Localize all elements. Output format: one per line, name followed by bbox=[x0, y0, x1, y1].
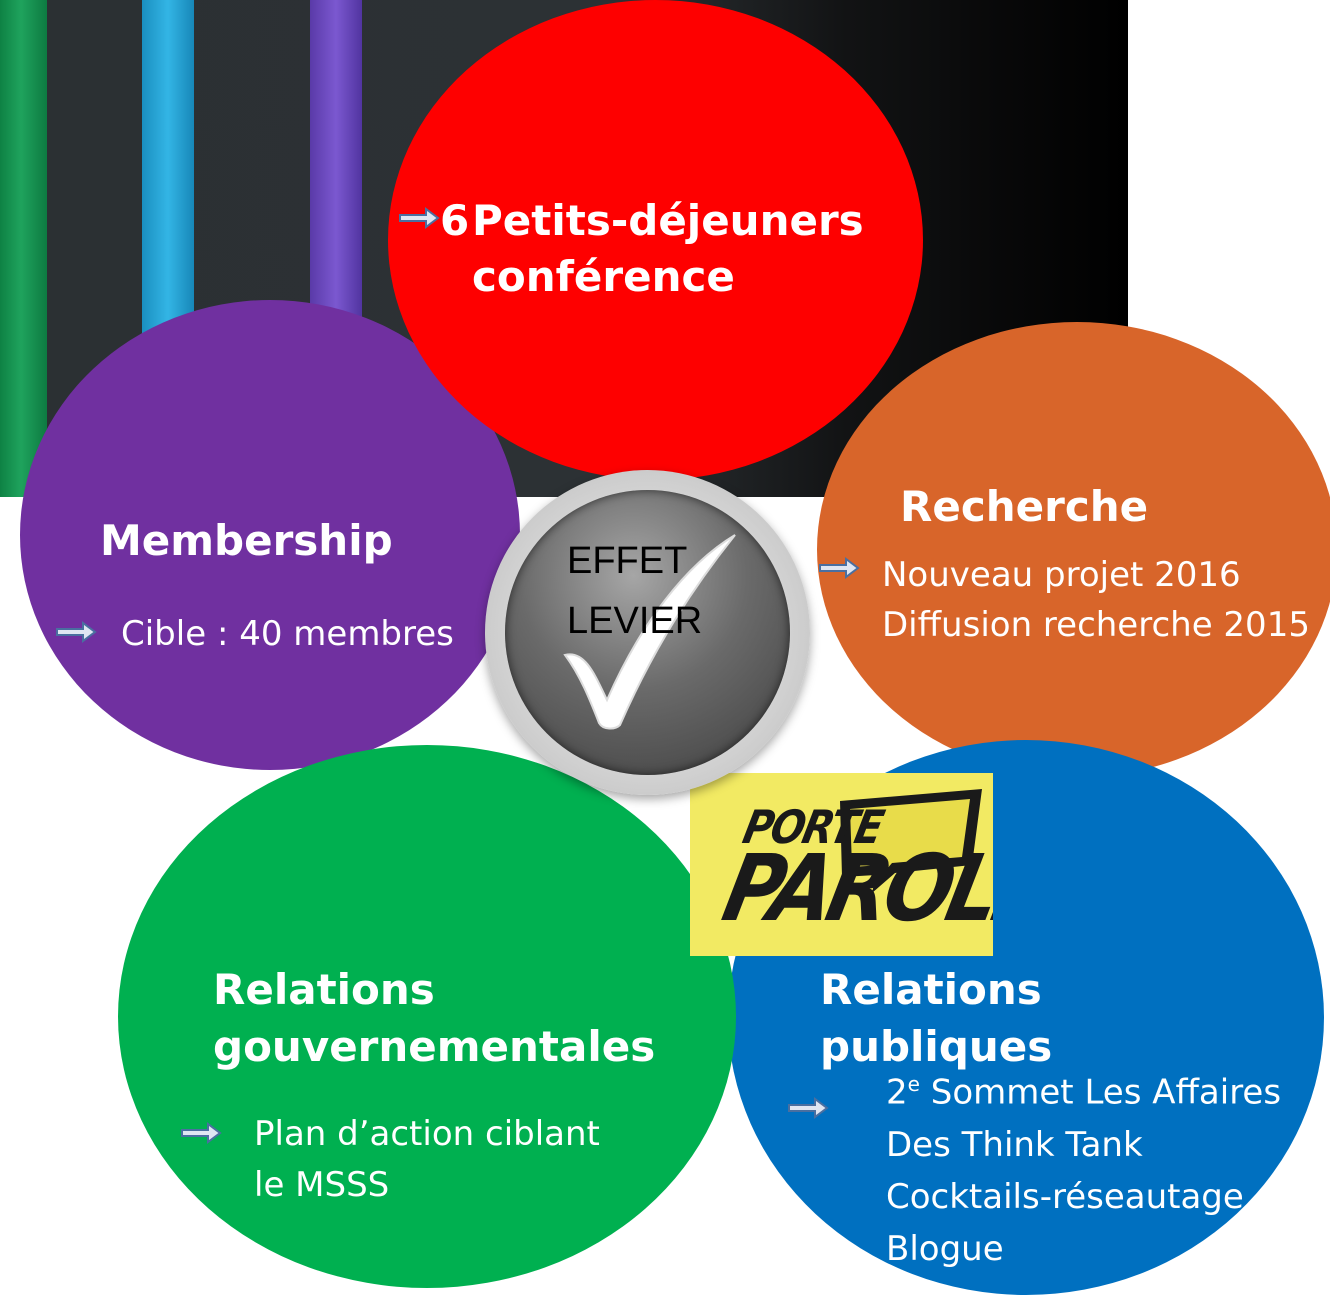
breakfast-count: 6 bbox=[440, 196, 470, 245]
membership-item: Cible : 40 membres bbox=[121, 614, 454, 654]
gov-item-line2: le MSSS bbox=[254, 1165, 390, 1205]
breakfast-circle bbox=[388, 0, 923, 480]
pr-title-line2: publiques bbox=[820, 1022, 1053, 1071]
research-item-1: Nouveau projet 2016 bbox=[882, 555, 1241, 595]
center-line2: LEVIER bbox=[567, 600, 703, 642]
pr-item-1: 2e Sommet Les Affaires bbox=[886, 1072, 1282, 1113]
gov-item-line1: Plan d’action ciblant bbox=[254, 1114, 600, 1154]
speech-bubble-icon bbox=[840, 789, 982, 893]
breakfast-title-line2: conférence bbox=[472, 252, 735, 301]
center-badge: EFFET LEVIER bbox=[485, 470, 810, 795]
gov-circle bbox=[118, 745, 736, 1288]
research-item-2: Diffusion recherche 2015 bbox=[882, 605, 1310, 645]
gov-title-line2: gouvernementales bbox=[213, 1022, 656, 1071]
membership-title: Membership bbox=[100, 516, 393, 565]
arrow-icon bbox=[181, 1122, 222, 1144]
pr-item-4: Blogue bbox=[886, 1229, 1004, 1269]
porte-parole-logo: PORTE PAROLE bbox=[690, 773, 993, 956]
pr-item-3: Cocktails-réseautage bbox=[886, 1177, 1244, 1217]
arrow-icon bbox=[56, 621, 97, 643]
research-title: Recherche bbox=[900, 482, 1149, 531]
gov-title-line1: Relations bbox=[213, 965, 435, 1014]
research-circle bbox=[817, 322, 1330, 777]
checkmark-icon bbox=[563, 534, 736, 730]
arrow-icon bbox=[819, 557, 860, 579]
chalk-green bbox=[0, 0, 47, 497]
logo-line2: PAROLE bbox=[714, 834, 993, 942]
pr-item-2: Des Think Tank bbox=[886, 1125, 1143, 1165]
breakfast-title-line1: Petits-déjeuners bbox=[472, 196, 864, 245]
center-line1: EFFET bbox=[567, 540, 688, 582]
arrow-icon bbox=[399, 207, 440, 229]
pr-title-line1: Relations bbox=[820, 965, 1042, 1014]
arrow-icon bbox=[788, 1097, 829, 1119]
